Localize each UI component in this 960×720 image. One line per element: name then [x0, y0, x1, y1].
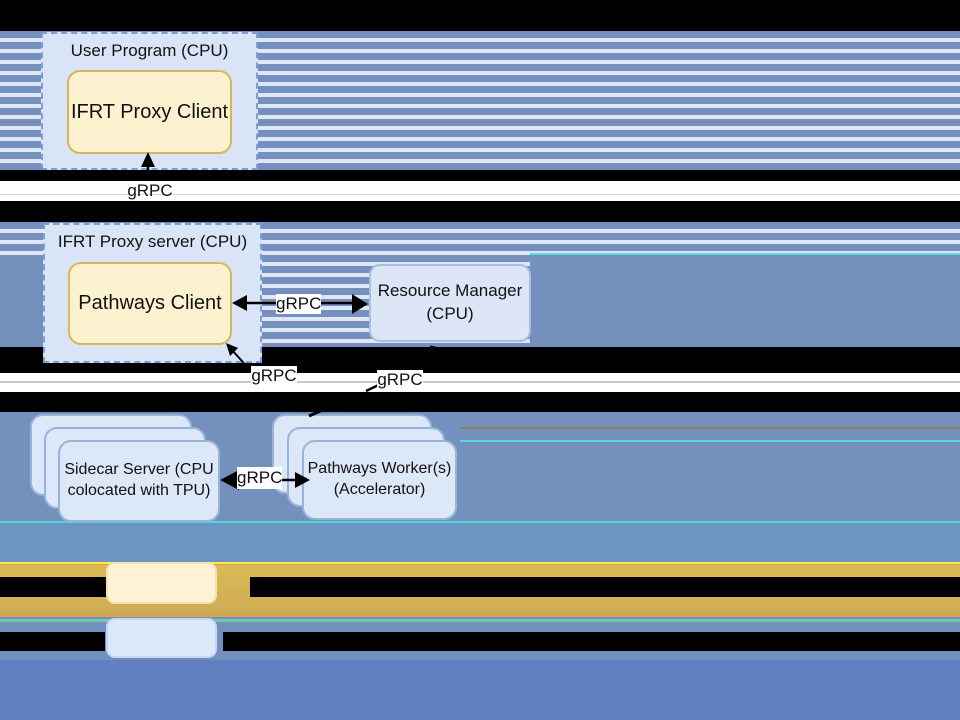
- artifact-line: [460, 427, 960, 429]
- legend-yellow-swatch: [106, 562, 217, 604]
- ifrt-proxy-client-box: IFRT Proxy Client: [67, 70, 232, 154]
- grpc-label-client: gRPC: [127, 181, 173, 200]
- grpc-label-sidecar-worker: gRPC: [237, 467, 283, 489]
- ifrt-proxy-client-label: IFRT Proxy Client: [70, 100, 229, 123]
- letterbox-band: [0, 0, 960, 31]
- artifact-line: [460, 440, 960, 442]
- artifact-line: [0, 619, 960, 621]
- bottom-blue-band: [0, 660, 960, 720]
- legend-blue-swatch: [106, 618, 217, 658]
- artifact-line: [0, 564, 960, 565]
- grpc-label-rm-worker: gRPC: [377, 370, 423, 389]
- artifact-line: [0, 194, 960, 195]
- blue-grey-band: [0, 523, 960, 563]
- sidecar-server-label-line2: colocated with TPU): [67, 482, 211, 499]
- user-program-container: User Program (CPU) IFRT Proxy Client: [41, 32, 258, 170]
- pathways-worker-label-line1: Pathways Worker(s): [307, 460, 452, 478]
- grpc-label-pathways-sidecar: gRPC: [251, 366, 297, 385]
- artifact-line: [530, 253, 960, 255]
- solid-blue-patch: [0, 258, 43, 348]
- pathways-client-label: Pathways Client: [78, 292, 222, 314]
- artifact-line: [0, 617, 960, 619]
- white-band: [0, 181, 960, 201]
- redacted-text-bar: [0, 577, 107, 597]
- black-band: [0, 201, 960, 222]
- ifrt-proxy-server-container: IFRT Proxy server (CPU) Pathways Client: [43, 223, 262, 363]
- user-program-title: User Program (CPU): [70, 41, 229, 60]
- redacted-text-bar: [0, 632, 105, 651]
- resource-manager-box: Resource Manager (CPU): [369, 264, 531, 342]
- pathways-worker-box: Pathways Worker(s) (Accelerator): [302, 440, 457, 520]
- ifrt-proxy-server-title: IFRT Proxy server (CPU): [57, 232, 248, 251]
- artifact-line: [0, 562, 960, 564]
- artifact-line: [0, 122, 960, 123]
- redacted-text-bar: [223, 632, 960, 651]
- artifact-line: [0, 521, 960, 523]
- solid-blue-patch: [530, 258, 960, 348]
- black-band: [0, 170, 960, 181]
- resource-manager-label-line1: Resource Manager: [377, 281, 523, 301]
- artifact-line: [0, 621, 960, 622]
- pathways-worker-label-line2: (Accelerator): [333, 481, 426, 498]
- sidecar-server-box: Sidecar Server (CPU colocated with TPU): [58, 440, 220, 522]
- black-band: [0, 392, 960, 412]
- pathways-client-box: Pathways Client: [68, 262, 232, 345]
- sidecar-server-label-line1: Sidecar Server (CPU: [64, 461, 214, 479]
- grpc-label-resource-manager: gRPC: [276, 294, 322, 314]
- resource-manager-label-line2: (CPU): [426, 304, 474, 323]
- redacted-text-bar: [250, 577, 960, 597]
- artifact-line: [0, 381, 960, 383]
